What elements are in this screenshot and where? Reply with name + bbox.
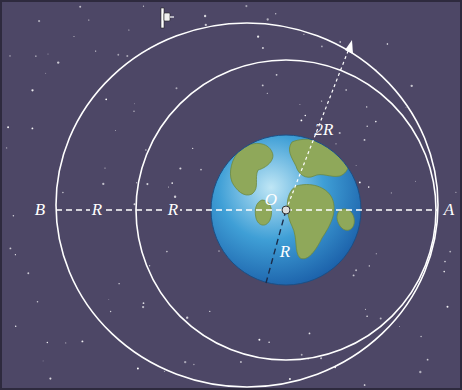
orbit-radius-arrow bbox=[286, 46, 350, 210]
continents bbox=[230, 139, 354, 259]
radius-label: R bbox=[278, 243, 292, 261]
point-label: O bbox=[263, 191, 279, 209]
center-point bbox=[282, 206, 290, 214]
major-axis-line bbox=[56, 209, 437, 210]
point-label: A bbox=[442, 201, 456, 219]
satellite bbox=[161, 8, 174, 28]
stars bbox=[6, 5, 457, 386]
point-label: B bbox=[33, 201, 47, 219]
arrowhead bbox=[345, 40, 353, 54]
distance-label: R bbox=[166, 201, 180, 219]
distance-label: R bbox=[90, 201, 104, 219]
radius-label: 2R bbox=[313, 121, 336, 139]
elliptical-orbit bbox=[56, 23, 438, 387]
